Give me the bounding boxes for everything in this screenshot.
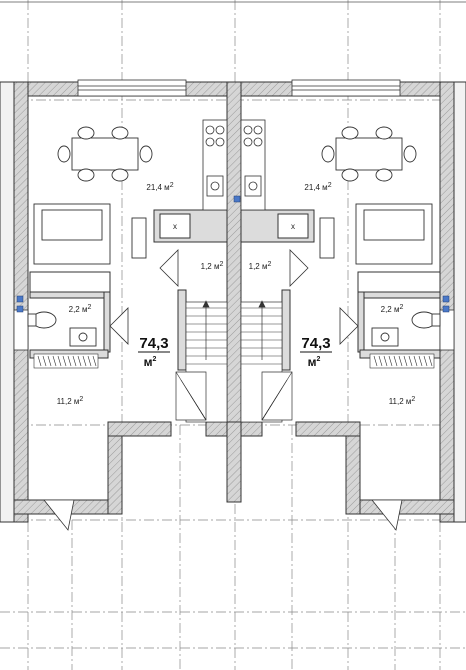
closet-mark-left: x [173, 222, 177, 231]
room-label-living-right: 21,4 м2 [304, 182, 331, 192]
side-windows [13, 309, 455, 351]
room-label-bath-left: 2,2 м2 [69, 304, 92, 314]
room-label-bath-right: 2,2 м2 [381, 304, 404, 314]
blue-marks [16, 195, 450, 313]
dining-table-left [57, 126, 153, 182]
room-label-entry-right: 11,2 м2 [389, 396, 416, 406]
dining-table-right [321, 126, 417, 182]
stair-arrows [202, 300, 266, 360]
top-windows [77, 79, 401, 97]
sofa-right [319, 203, 433, 265]
total-unit-left: м2 [144, 355, 157, 369]
stair-treads [175, 307, 293, 421]
doors [43, 249, 403, 531]
room-label-hall-right: 1,2 м2 [249, 261, 272, 271]
radiator-lines [37, 355, 433, 367]
kitchen-left [202, 119, 228, 211]
sofa-left [33, 203, 147, 265]
room-label-living-left: 21,4 м2 [146, 182, 173, 192]
total-area-right: 74,3 [301, 335, 330, 352]
room-label-entry-left: 11,2 м2 [57, 396, 84, 406]
closet-mark-right: x [291, 222, 295, 231]
bath-fixtures-right [371, 311, 441, 347]
radiators [33, 353, 435, 369]
kitchen-right [240, 119, 266, 211]
bath-fixtures-left [27, 311, 97, 347]
total-unit-right: м2 [308, 355, 321, 369]
total-area-left: 74,3 [139, 335, 168, 352]
room-label-hall-left: 1,2 м2 [201, 261, 224, 271]
